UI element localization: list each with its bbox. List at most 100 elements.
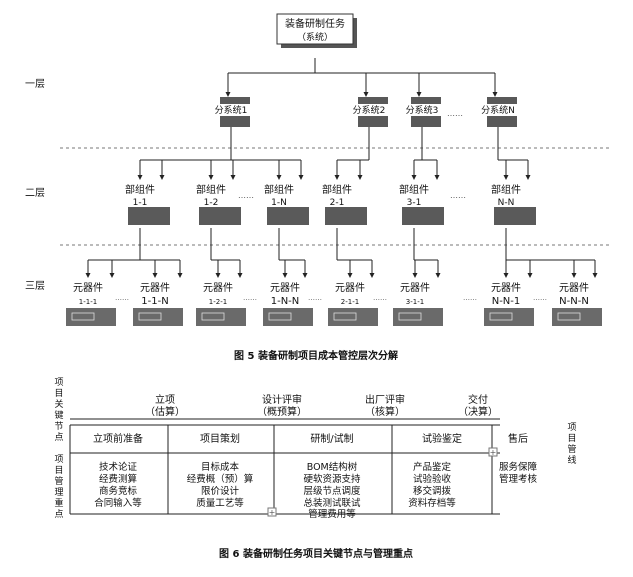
component-ellipsis-1: …… bbox=[238, 191, 254, 200]
part-1-side-arrow-head bbox=[109, 273, 115, 278]
part-ellipsis-2: …… bbox=[243, 294, 257, 302]
left-label-bottom-char-3: 管 bbox=[54, 475, 63, 487]
left-label-bottom-char-5: 重 bbox=[54, 497, 63, 509]
right-label-char-4: 线 bbox=[567, 454, 576, 466]
component-6-shadow bbox=[494, 207, 536, 225]
subsystem-1-label: 分系统1 bbox=[215, 104, 248, 116]
phase-1-item-2: 经费测算 bbox=[99, 473, 137, 485]
part-2-label: 元器件 bbox=[140, 282, 170, 294]
left-label-top-char-1: 项 bbox=[54, 377, 63, 388]
milestone-2-sub: （概预算） bbox=[257, 405, 307, 418]
subsystem-4-label-bg bbox=[479, 104, 517, 116]
part-1-label: 元器件 bbox=[73, 282, 103, 294]
phase-3-item-1: BOM结构树 bbox=[307, 461, 358, 473]
part-3-shadow bbox=[196, 308, 246, 326]
part-2-shadow bbox=[133, 308, 183, 326]
component-4-label: 部组件 bbox=[322, 183, 352, 196]
part-ellipsis-5: …… bbox=[463, 294, 477, 302]
root-node-title: 装备研制任务 bbox=[285, 17, 345, 30]
layer-label-2: 二层 bbox=[25, 187, 45, 199]
layer-label-3: 三层 bbox=[25, 280, 45, 292]
component-6-label: 部组件 bbox=[491, 183, 521, 196]
component-4-arrow-head bbox=[334, 175, 340, 180]
component-1-shadow bbox=[128, 207, 170, 225]
part-6-side-arrow-head bbox=[435, 273, 441, 278]
phase-2-item-4: 质量工艺等 bbox=[196, 497, 244, 509]
root-node-subtitle: （系统） bbox=[297, 31, 333, 43]
component-3-side-arrow-head bbox=[298, 175, 304, 180]
root-node bbox=[276, 13, 354, 45]
milestone-3-sub: （核算） bbox=[365, 405, 405, 418]
part-3-symbol bbox=[201, 312, 225, 321]
left-label-bottom-char-4: 理 bbox=[54, 487, 63, 498]
component-1-arrow-head bbox=[137, 175, 143, 180]
phase-3-header: 研制/试制 bbox=[310, 432, 353, 445]
phase-2-header: 项目策划 bbox=[200, 432, 240, 445]
left-label-bottom-char-1: 项 bbox=[54, 454, 63, 465]
phase-3-item-2: 硬软资源支持 bbox=[303, 473, 361, 485]
phase-4-item-1: 产品鉴定 bbox=[413, 461, 452, 473]
part-2-symbol bbox=[138, 312, 162, 321]
part-4-symbol bbox=[268, 312, 292, 321]
component-5-arrow-head bbox=[411, 175, 417, 180]
component-2-shadow bbox=[199, 207, 241, 225]
phase-2-item-3: 限价设计 bbox=[201, 485, 240, 497]
part-3-side-arrow-head bbox=[237, 273, 243, 278]
part-1-symbol bbox=[71, 312, 95, 321]
component-4-code: 2-1 bbox=[330, 198, 345, 208]
expand-marker-1-glyph: + bbox=[490, 448, 497, 457]
part-8-arrow-head bbox=[571, 273, 577, 278]
component-5-code: 3-1 bbox=[407, 198, 422, 208]
right-label-char-3: 管 bbox=[567, 443, 576, 455]
phase-2-item-1: 目标成本 bbox=[201, 461, 240, 473]
part-4-label: 元器件 bbox=[270, 282, 300, 294]
part-7-arrow-head bbox=[503, 273, 509, 278]
component-6-arrow-head bbox=[503, 175, 509, 180]
part-4-shadow bbox=[263, 308, 313, 326]
part-ellipsis-4: …… bbox=[373, 294, 387, 302]
phase-2-item-2: 经费概（预）算 bbox=[187, 473, 254, 485]
part-2-side-arrow-head bbox=[177, 273, 183, 278]
right-label-char-1: 项 bbox=[567, 422, 576, 433]
component-5-label: 部组件 bbox=[399, 183, 429, 196]
component-6-side-arrow-head bbox=[525, 175, 531, 180]
part-2-code: 1-1-N bbox=[141, 296, 168, 307]
subsystem-1-arrow-head bbox=[225, 92, 231, 97]
left-label-bottom-char-6: 点 bbox=[54, 509, 63, 520]
part-3-arrow-head bbox=[215, 273, 221, 278]
phase-5-header: 售后 bbox=[508, 432, 528, 445]
component-ellipsis-2: …… bbox=[450, 191, 466, 200]
part-3-label: 元器件 bbox=[203, 282, 233, 294]
part-4-side-arrow-head bbox=[302, 273, 308, 278]
figure6-caption: 图 6 装备研制任务项目关键节点与管理重点 bbox=[219, 547, 413, 560]
component-4-side-arrow-head bbox=[357, 175, 363, 180]
left-label-top-char-3: 关 bbox=[54, 398, 63, 410]
part-1-code: 1-1-1 bbox=[79, 298, 97, 306]
part-ellipsis-1: …… bbox=[115, 294, 129, 302]
part-8-shadow bbox=[552, 308, 602, 326]
part-6-label: 元器件 bbox=[400, 282, 430, 294]
figure5-caption: 图 5 装备研制项目成本管控层次分解 bbox=[234, 349, 398, 362]
component-5-side-arrow-head bbox=[434, 175, 440, 180]
right-label-char-2: 目 bbox=[567, 433, 576, 444]
part-5-label: 元器件 bbox=[335, 282, 365, 294]
part-5-symbol bbox=[333, 312, 357, 321]
expand-marker-2 bbox=[267, 507, 277, 517]
component-4-shadow bbox=[325, 207, 367, 225]
phase-4-header: 试验鉴定 bbox=[422, 432, 462, 445]
subsystem-3-label: 分系统3 bbox=[406, 104, 439, 116]
part-6-symbol bbox=[398, 312, 422, 321]
part-7-label: 元器件 bbox=[491, 282, 521, 294]
part-2-arrow-head bbox=[152, 273, 158, 278]
part-ellipsis-3: …… bbox=[308, 294, 322, 302]
phase-1-item-4: 合同输入等 bbox=[94, 497, 142, 509]
subsystem-3-arrow-head bbox=[416, 92, 422, 97]
subsystem-ellipsis: …… bbox=[447, 109, 463, 118]
part-8-symbol bbox=[557, 312, 581, 321]
phase-5-item-2: 管理考核 bbox=[499, 473, 538, 485]
part-5-shadow bbox=[328, 308, 378, 326]
part-7-shadow bbox=[484, 308, 534, 326]
component-6-code: N-N bbox=[498, 198, 515, 208]
phase-1-header: 立项前准备 bbox=[93, 432, 143, 445]
